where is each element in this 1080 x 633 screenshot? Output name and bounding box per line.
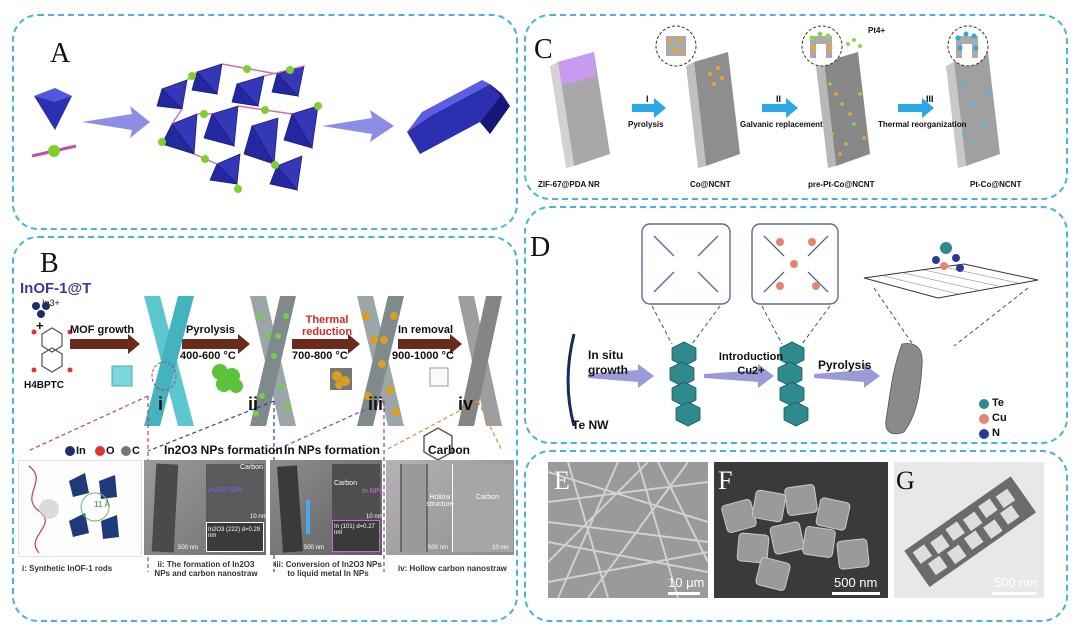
c-step-ii: II <box>776 94 782 104</box>
tem-image-g <box>894 462 1044 598</box>
b-roman-i: i <box>158 394 164 414</box>
panel-c-letter: C <box>534 34 553 65</box>
b-tem-iii-scale-2: 10 nm <box>366 514 383 520</box>
c-step-label-1: Pyrolysis <box>628 120 664 129</box>
c-ion: Pt4+ <box>868 26 886 35</box>
c-step-label-2: Galvanic replacement <box>740 120 823 129</box>
c-product-2: Co@NCNT <box>690 180 731 189</box>
b-tem-ii-scale-2: 10 nm <box>250 514 267 520</box>
panel-b-ion: In3+ <box>42 298 60 308</box>
c-step-label-3: Thermal reorganization <box>878 120 967 129</box>
panel-d-scheme <box>566 223 1039 439</box>
b-tem-iii-carbon: Carbon <box>334 480 357 487</box>
sem-image-e <box>548 462 708 598</box>
f-scale-label: 500 nm <box>834 575 878 590</box>
e-scale-label: 10 μm <box>668 575 705 590</box>
b-tem-iii-nps: In NPs <box>362 488 384 495</box>
panel-b-ligand: H4BPTC <box>24 380 65 391</box>
b-step-2-temp: 400-600 °C <box>180 350 236 362</box>
b-step-3-label: Thermal reduction <box>301 314 353 338</box>
panel-c <box>524 14 1068 200</box>
b-crystal-structure <box>18 460 142 557</box>
sem-image-f <box>714 462 888 598</box>
e-scale-bar <box>668 592 700 595</box>
b-tem-ii-scale-1: 500 nm <box>178 545 199 551</box>
b-tem-iii-d: In (101) d=0.27 nm <box>334 524 375 536</box>
panel-b-letter: B <box>40 248 59 279</box>
d-legend-n: N <box>992 427 1000 439</box>
c-product-4: Pt-Co@NCNT <box>970 180 1022 189</box>
b-roman-iv: iv <box>458 394 474 414</box>
panel-b-plus: + <box>36 318 44 333</box>
b-mid-title-2: In NPs formation <box>284 443 381 457</box>
b-pore-label: 11 Å <box>94 500 110 509</box>
panel-b-scheme <box>27 296 503 572</box>
panel-b-title: InOF-1@T <box>20 280 92 297</box>
d-step-2: Introduction Cu2+ <box>718 351 784 377</box>
b-step-4-label: In removal <box>398 324 454 336</box>
c-product-3: pre-Pt-Co@NCNT <box>808 180 875 189</box>
c-step-i: I <box>646 94 649 104</box>
d-step-3: Pyrolysis <box>818 358 872 372</box>
b-tem-iii <box>270 460 382 555</box>
d-wire: Te NW <box>572 418 609 432</box>
b-step-4-temp: 900-1000 °C <box>392 350 454 362</box>
b-caption-iv: iv: Hollow carbon nanostraw <box>398 564 507 573</box>
b-mid-title-1: In2O3 NPs formation <box>164 443 283 457</box>
b-tem-ii-d: In2O3 (222) d=0.29 nm <box>208 527 261 539</box>
b-caption-ii: ii: The formation of In2O3 NPs and carbo… <box>154 560 258 578</box>
b-tem-ii-nps: In2O3 NPs <box>208 487 243 494</box>
panel-b <box>12 236 518 622</box>
d-step-1: In situ growth <box>588 348 628 377</box>
g-letter: G <box>896 466 915 495</box>
panel-a-scheme <box>31 63 510 193</box>
d-legend-te: Te <box>992 397 1005 409</box>
b-tem-iv-carbon: Carbon <box>476 494 499 501</box>
c-step-iii: III <box>926 94 934 104</box>
panel-efg <box>524 450 1068 622</box>
b-tem-iv-scale-2: 10 nm <box>492 545 509 551</box>
b-legend-in: In <box>76 445 86 457</box>
d-legend-cu: Cu <box>992 412 1007 424</box>
panel-c-scheme <box>550 25 1000 168</box>
e-letter: E <box>554 466 570 495</box>
f-scale-bar <box>832 592 880 595</box>
b-legend-c: C <box>132 445 140 457</box>
panel-a-letter: A <box>50 38 71 69</box>
b-caption-iii: iii: Conversion of In2O3 NPs to liquid m… <box>274 560 382 578</box>
b-tem-iv-scale-1: 500 nm <box>428 545 449 551</box>
panel-a <box>12 14 518 230</box>
b-roman-iii: iii <box>368 394 384 414</box>
g-scale-label: 500 nm <box>994 575 1038 590</box>
b-step-2-label: Pyrolysis <box>186 324 235 336</box>
b-tem-iii-scale-1: 500 nm <box>304 545 325 551</box>
c-product-1: ZIF-67@PDA NR <box>538 180 600 189</box>
b-roman-ii: ii <box>248 394 259 414</box>
f-letter: F <box>718 466 733 495</box>
b-caption-i: i: Synthetic InOF-1 rods <box>22 564 113 573</box>
panel-d <box>524 206 1068 444</box>
b-step-1-label: MOF growth <box>70 324 135 336</box>
b-tem-ii <box>144 460 266 555</box>
g-scale-bar <box>992 592 1036 595</box>
panel-d-letter: D <box>530 232 551 263</box>
b-mid-title-3: Carbon <box>428 443 470 457</box>
b-legend-o: O <box>106 445 115 457</box>
b-step-3-temp: 700-800 °C <box>292 350 348 362</box>
b-tem-iv-hollow: Hollow structure <box>426 494 454 508</box>
b-tem-iv <box>386 460 514 555</box>
b-tem-ii-carbon: Carbon <box>240 464 263 471</box>
